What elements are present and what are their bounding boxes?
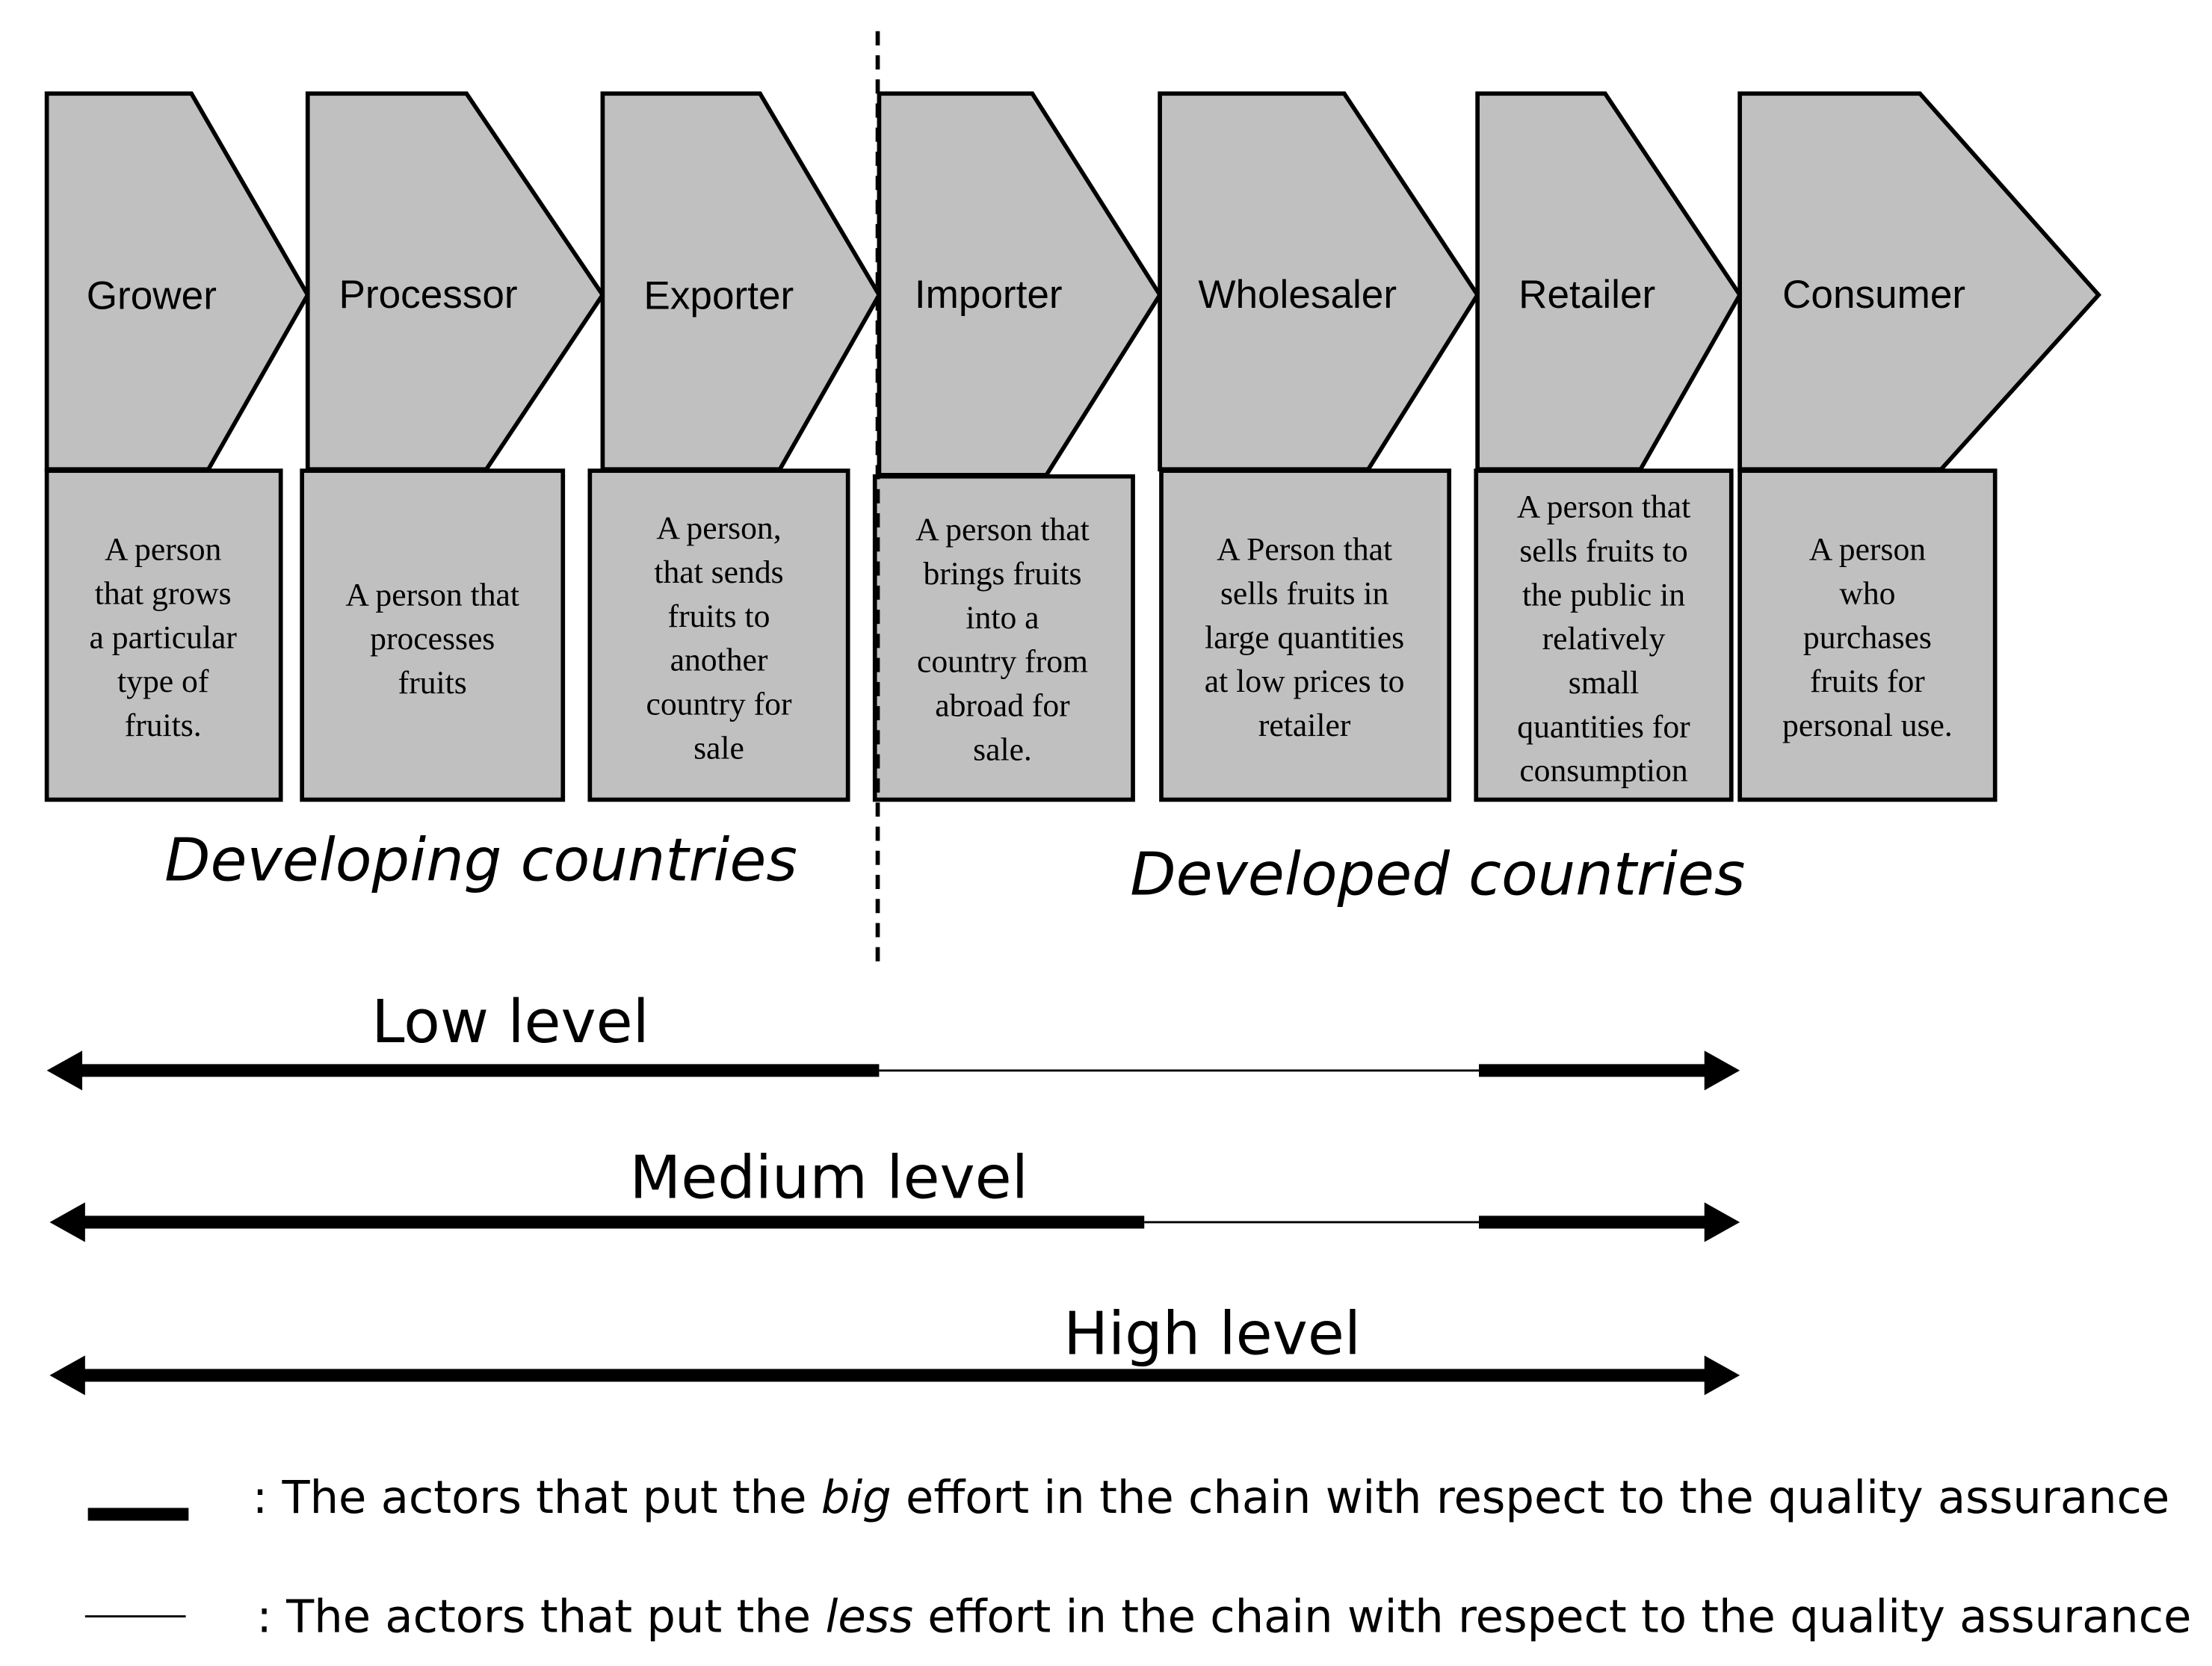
description-text-importer: A person that brings fruits into a country … <box>915 512 1090 767</box>
description-line: A Person that <box>1217 532 1392 568</box>
legend-big-effort-text: : The actors that put the big effort in … <box>253 1472 2170 1524</box>
description-line: fruits <box>398 665 467 701</box>
description-line: consumption <box>1519 753 1688 789</box>
high-level-label: High level <box>1063 1298 1361 1368</box>
chevron-retailer <box>1475 91 1743 472</box>
description-line: that sends <box>654 554 783 590</box>
description-line: country from <box>917 644 1088 680</box>
role-label-grower: Grower <box>87 274 217 318</box>
description-line: processes <box>370 621 495 657</box>
description-line: large quantities <box>1205 619 1404 655</box>
description-line: type of <box>117 663 209 699</box>
role-label-wholesaler: Wholesaler <box>1198 273 1397 317</box>
high-level-arrowhead-left <box>49 1355 85 1396</box>
description-line: retailer <box>1258 707 1351 743</box>
description-box-processor <box>300 468 566 802</box>
description-line: fruits to <box>668 598 770 634</box>
description-text-processor: A person that processes fruits <box>345 577 519 701</box>
description-line: personal use. <box>1782 707 1953 743</box>
description-line: a particular <box>90 619 238 655</box>
description-line: A person that <box>345 577 519 613</box>
description-line: sale. <box>973 731 1032 767</box>
developed-countries-label: Developed countries <box>1130 840 1745 909</box>
chevron-consumer <box>1737 91 2102 472</box>
developing-countries-label: Developing countries <box>164 826 797 895</box>
description-line: fruits for <box>1810 663 1925 699</box>
low-level-label: Low level <box>371 987 649 1056</box>
description-text-exporter: A person, that sends fruits to another count… <box>646 510 791 766</box>
role-label-importer: Importer <box>915 273 1063 317</box>
role-label-exporter: Exporter <box>643 274 794 318</box>
description-texts: A person that grows a particular type of fru… <box>90 489 1953 789</box>
description-line: fruits. <box>125 707 202 743</box>
role-label-processor: Processor <box>339 273 517 317</box>
legend: : The actors that put the big effort in … <box>84 1472 2192 1643</box>
chevron-grower <box>44 91 311 472</box>
medium-level-arrowhead-right <box>1704 1202 1740 1242</box>
description-line: A person <box>105 532 221 568</box>
description-line: that grows <box>95 575 232 611</box>
description-text-wholesaler: A Person that sells fruits in large quanti… <box>1205 532 1405 743</box>
description-line: A person that <box>1517 489 1691 525</box>
description-text-grower: A person that grows a particular type of fru… <box>90 532 238 743</box>
description-line: another <box>670 642 768 678</box>
description-line: sells fruits to <box>1519 533 1687 569</box>
description-box-grower <box>44 468 283 802</box>
chevron-exporter <box>600 91 882 472</box>
description-line: small <box>1569 665 1640 701</box>
description-line: A person <box>1809 532 1926 568</box>
description-line: A person, <box>656 510 781 546</box>
description-line: A person that <box>915 512 1090 548</box>
medium-level-arrow: Medium level <box>49 1143 1740 1242</box>
chevron-importer <box>877 91 1163 477</box>
description-line: who <box>1839 575 1895 611</box>
description-line: sale <box>693 730 744 766</box>
description-box-consumer <box>1737 468 1998 802</box>
role-label-retailer: Retailer <box>1519 273 1655 317</box>
description-line: country for <box>646 687 791 722</box>
description-line: at low prices to <box>1205 663 1405 699</box>
description-line: quantities for <box>1517 709 1690 745</box>
description-line: into a <box>966 600 1039 636</box>
high-level-arrow: High level <box>49 1298 1740 1396</box>
description-text-consumer: A person who purchases fruits for personal u… <box>1782 532 1953 743</box>
chevron-row <box>44 91 2102 477</box>
chevron-processor <box>305 91 605 472</box>
description-line: purchases <box>1803 619 1932 655</box>
low-level-arrowhead-right <box>1704 1050 1740 1091</box>
description-line: the public in <box>1522 577 1685 613</box>
legend-less-effort-text: : The actors that put the less effort in… <box>256 1591 2191 1643</box>
low-level-arrowhead-left <box>46 1050 83 1091</box>
medium-level-label: Medium level <box>629 1143 1028 1213</box>
description-line: brings fruits <box>923 556 1081 592</box>
description-box-exporter <box>587 468 850 802</box>
description-box-retailer <box>1474 468 1734 802</box>
description-line: sells fruits in <box>1220 575 1389 611</box>
role-labels: Grower Processor Exporter Importer Whole… <box>87 273 1965 318</box>
description-box-wholesaler <box>1159 468 1452 802</box>
description-box-importer <box>872 474 1135 802</box>
description-line: abroad for <box>935 687 1070 723</box>
description-line: relatively <box>1542 621 1666 657</box>
role-label-consumer: Consumer <box>1782 273 1965 317</box>
description-boxes <box>44 468 1998 802</box>
medium-level-arrowhead-left <box>49 1202 85 1242</box>
chevron-wholesaler <box>1158 91 1480 472</box>
low-level-arrow: Low level <box>46 987 1740 1091</box>
high-level-arrowhead-right <box>1704 1355 1740 1396</box>
description-text-retailer: A person that sells fruits to the public i… <box>1517 489 1691 789</box>
